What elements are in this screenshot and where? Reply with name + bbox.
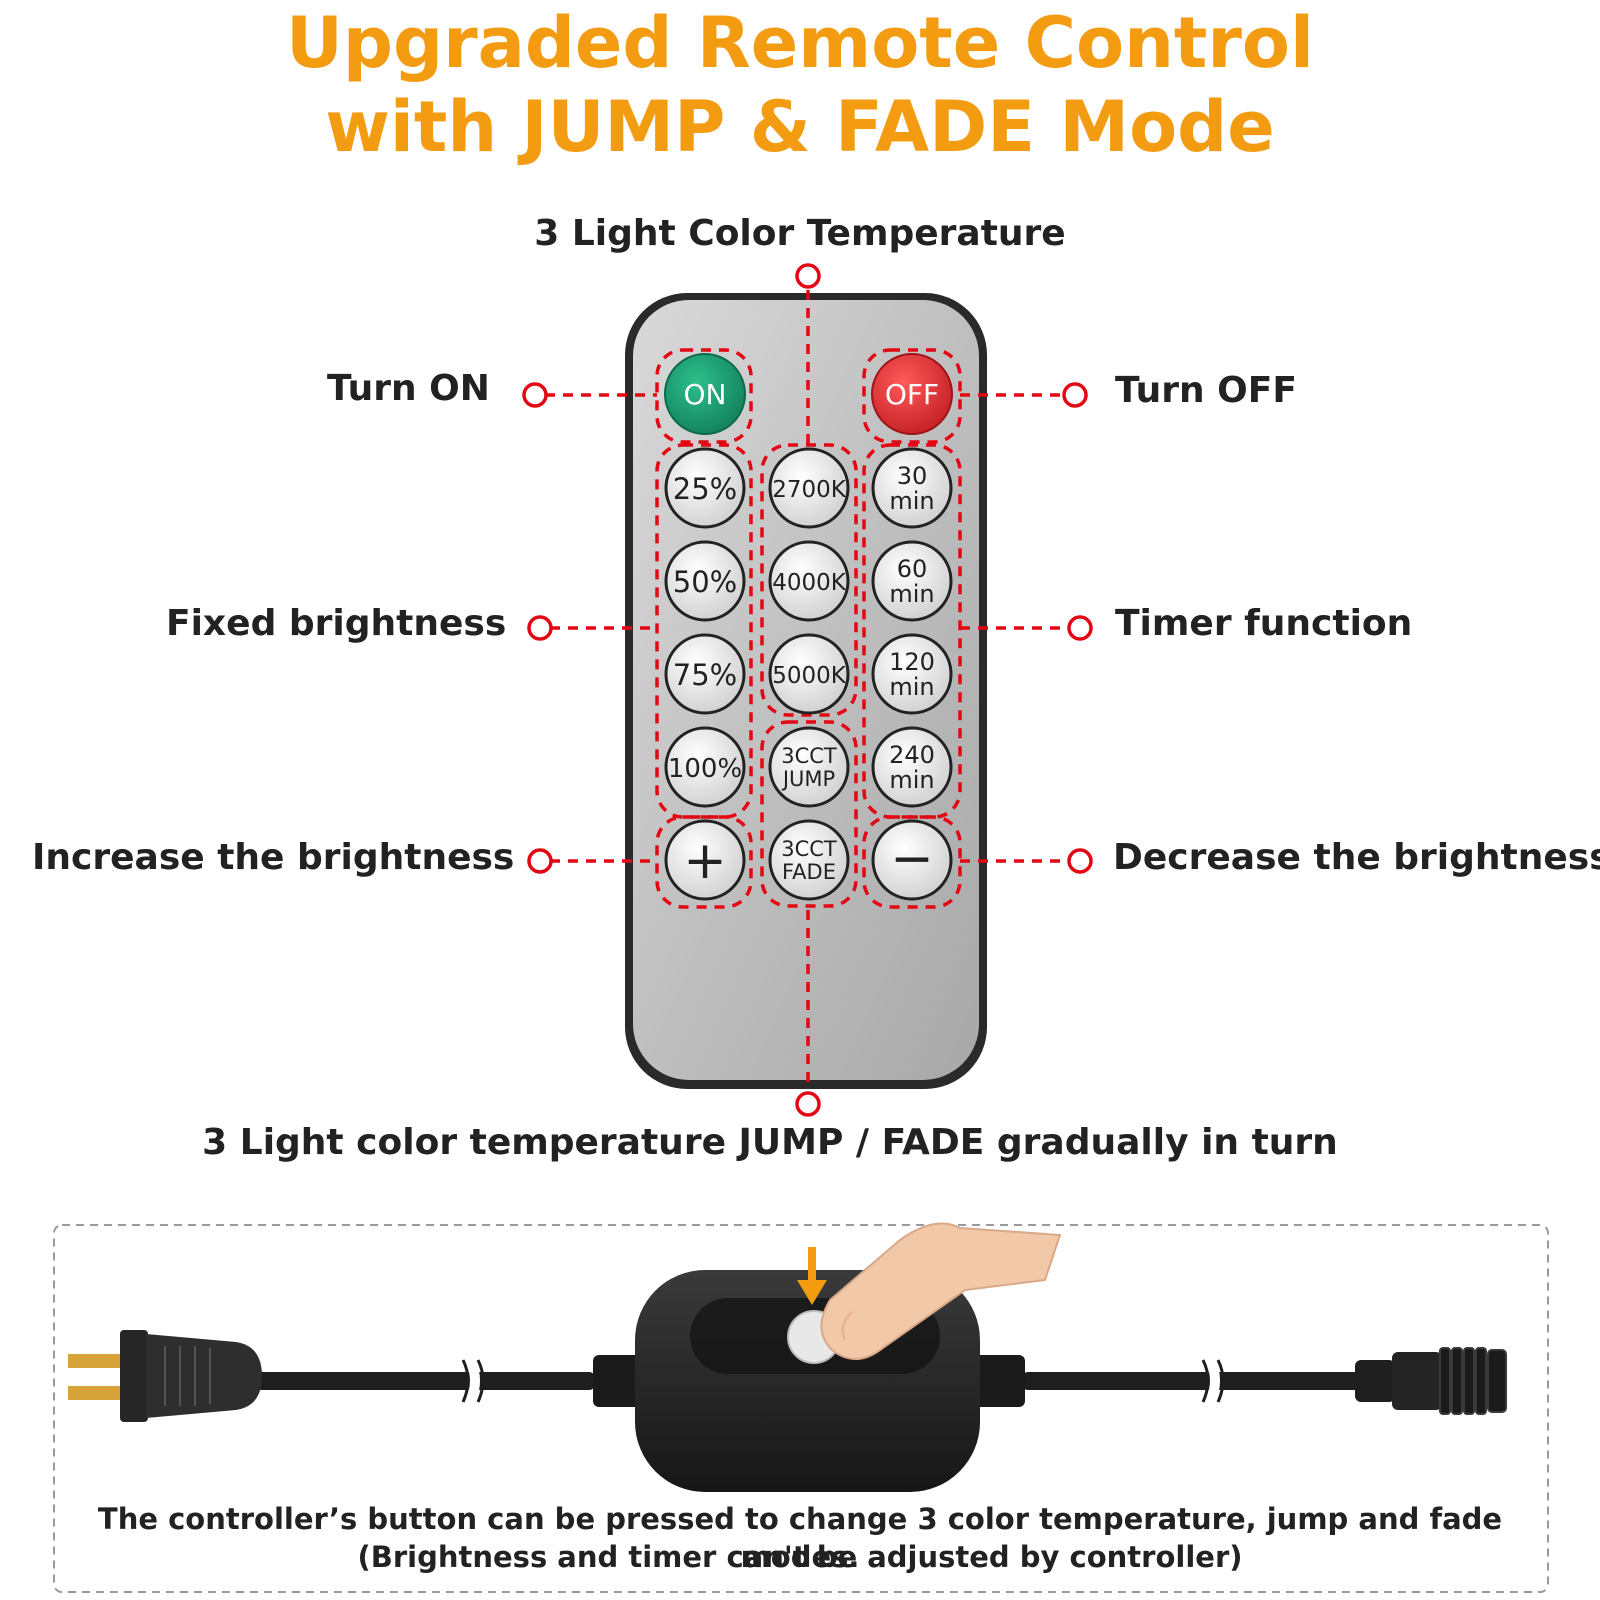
color-temp-2700k-button[interactable]: 2700K xyxy=(768,447,850,529)
color-temp-4000k-label: 4000K xyxy=(772,570,847,596)
jump-button[interactable]: 3CCT JUMP xyxy=(768,726,850,808)
color-temp-2700k-label: 2700K xyxy=(772,477,847,503)
off-button[interactable]: OFF xyxy=(871,353,953,435)
label-decrease-brightness: Decrease the brightness xyxy=(1113,837,1600,878)
label-turn-off: Turn OFF xyxy=(1115,370,1297,411)
timer-60-button[interactable]: 60 min xyxy=(871,540,953,622)
label-increase-brightness: Increase the brightness xyxy=(32,837,515,878)
timer-240-value: 240 xyxy=(889,741,935,769)
brightness-100-button[interactable]: 100% xyxy=(664,726,746,808)
callout-dot-off xyxy=(1062,382,1088,408)
power-cable xyxy=(255,1357,1362,1405)
label-color-temperature: 3 Light Color Temperature xyxy=(534,213,1066,254)
brightness-75-label: 75% xyxy=(673,658,737,692)
decrease-brightness-button[interactable]: − xyxy=(871,819,953,901)
callout-dot-top xyxy=(795,263,821,289)
timer-30-button[interactable]: 30 min xyxy=(871,447,953,529)
timer-120-button[interactable]: 120 min xyxy=(871,633,953,715)
timer-60-unit: min xyxy=(889,580,934,608)
timer-240-button[interactable]: 240 min xyxy=(871,726,953,808)
label-turn-on: Turn ON xyxy=(327,368,490,409)
brightness-50-button[interactable]: 50% xyxy=(664,540,746,622)
callout-dot-brightness xyxy=(527,615,553,641)
jump-label-line1: 3CCT xyxy=(781,744,837,768)
inline-controller xyxy=(593,1270,1025,1492)
fade-label-line1: 3CCT xyxy=(781,837,837,861)
label-timer-function: Timer function xyxy=(1115,603,1413,644)
callout-lines xyxy=(545,290,1070,1090)
us-plug xyxy=(68,1330,262,1422)
on-button-label: ON xyxy=(684,378,727,411)
timer-60-value: 60 xyxy=(897,555,928,583)
brightness-50-label: 50% xyxy=(673,565,737,599)
brightness-100-label: 100% xyxy=(668,754,742,784)
timer-240-unit: min xyxy=(889,766,934,794)
fade-label-line2: FADE xyxy=(782,860,836,884)
brightness-75-button[interactable]: 75% xyxy=(664,633,746,715)
title-line-2: with JUMP & FADE Mode xyxy=(325,86,1275,168)
fade-button[interactable]: 3CCT FADE xyxy=(768,819,850,901)
label-jump-fade: 3 Light color temperature JUMP / FADE gr… xyxy=(202,1122,1338,1163)
plus-icon: + xyxy=(683,831,727,891)
timer-120-value: 120 xyxy=(889,648,935,676)
timer-30-unit: min xyxy=(889,487,934,515)
callout-dot-decrease xyxy=(1067,848,1093,874)
controller-caption-line1: The controller’s button can be pressed t… xyxy=(97,1502,1503,1574)
callout-dot-increase xyxy=(527,848,553,874)
callout-dot-on xyxy=(522,382,548,408)
color-temp-5000k-button[interactable]: 5000K xyxy=(768,633,850,715)
brightness-25-label: 25% xyxy=(673,472,737,506)
callout-dots xyxy=(522,263,1093,1117)
off-button-label: OFF xyxy=(885,378,939,411)
on-button[interactable]: ON xyxy=(664,353,746,435)
color-temp-4000k-button[interactable]: 4000K xyxy=(768,540,850,622)
timer-30-value: 30 xyxy=(897,462,928,490)
jump-label-line2: JUMP xyxy=(781,767,835,791)
callout-dot-bottom xyxy=(795,1091,821,1117)
timer-120-unit: min xyxy=(889,673,934,701)
finger-icon xyxy=(820,1222,1062,1360)
press-arrow-icon xyxy=(797,1247,827,1305)
color-temp-5000k-label: 5000K xyxy=(772,663,847,689)
minus-icon: − xyxy=(890,829,934,889)
controller-frame xyxy=(53,1224,1549,1593)
increase-brightness-button[interactable]: + xyxy=(664,819,746,901)
brightness-25-button[interactable]: 25% xyxy=(664,447,746,529)
controller-caption-line2: (Brightness and timer can't be adjusted … xyxy=(357,1540,1243,1574)
title-line-1: Upgraded Remote Control xyxy=(286,2,1314,84)
label-fixed-brightness: Fixed brightness xyxy=(166,603,507,644)
callout-dot-timer xyxy=(1067,615,1093,641)
waterproof-connector xyxy=(1355,1347,1507,1415)
